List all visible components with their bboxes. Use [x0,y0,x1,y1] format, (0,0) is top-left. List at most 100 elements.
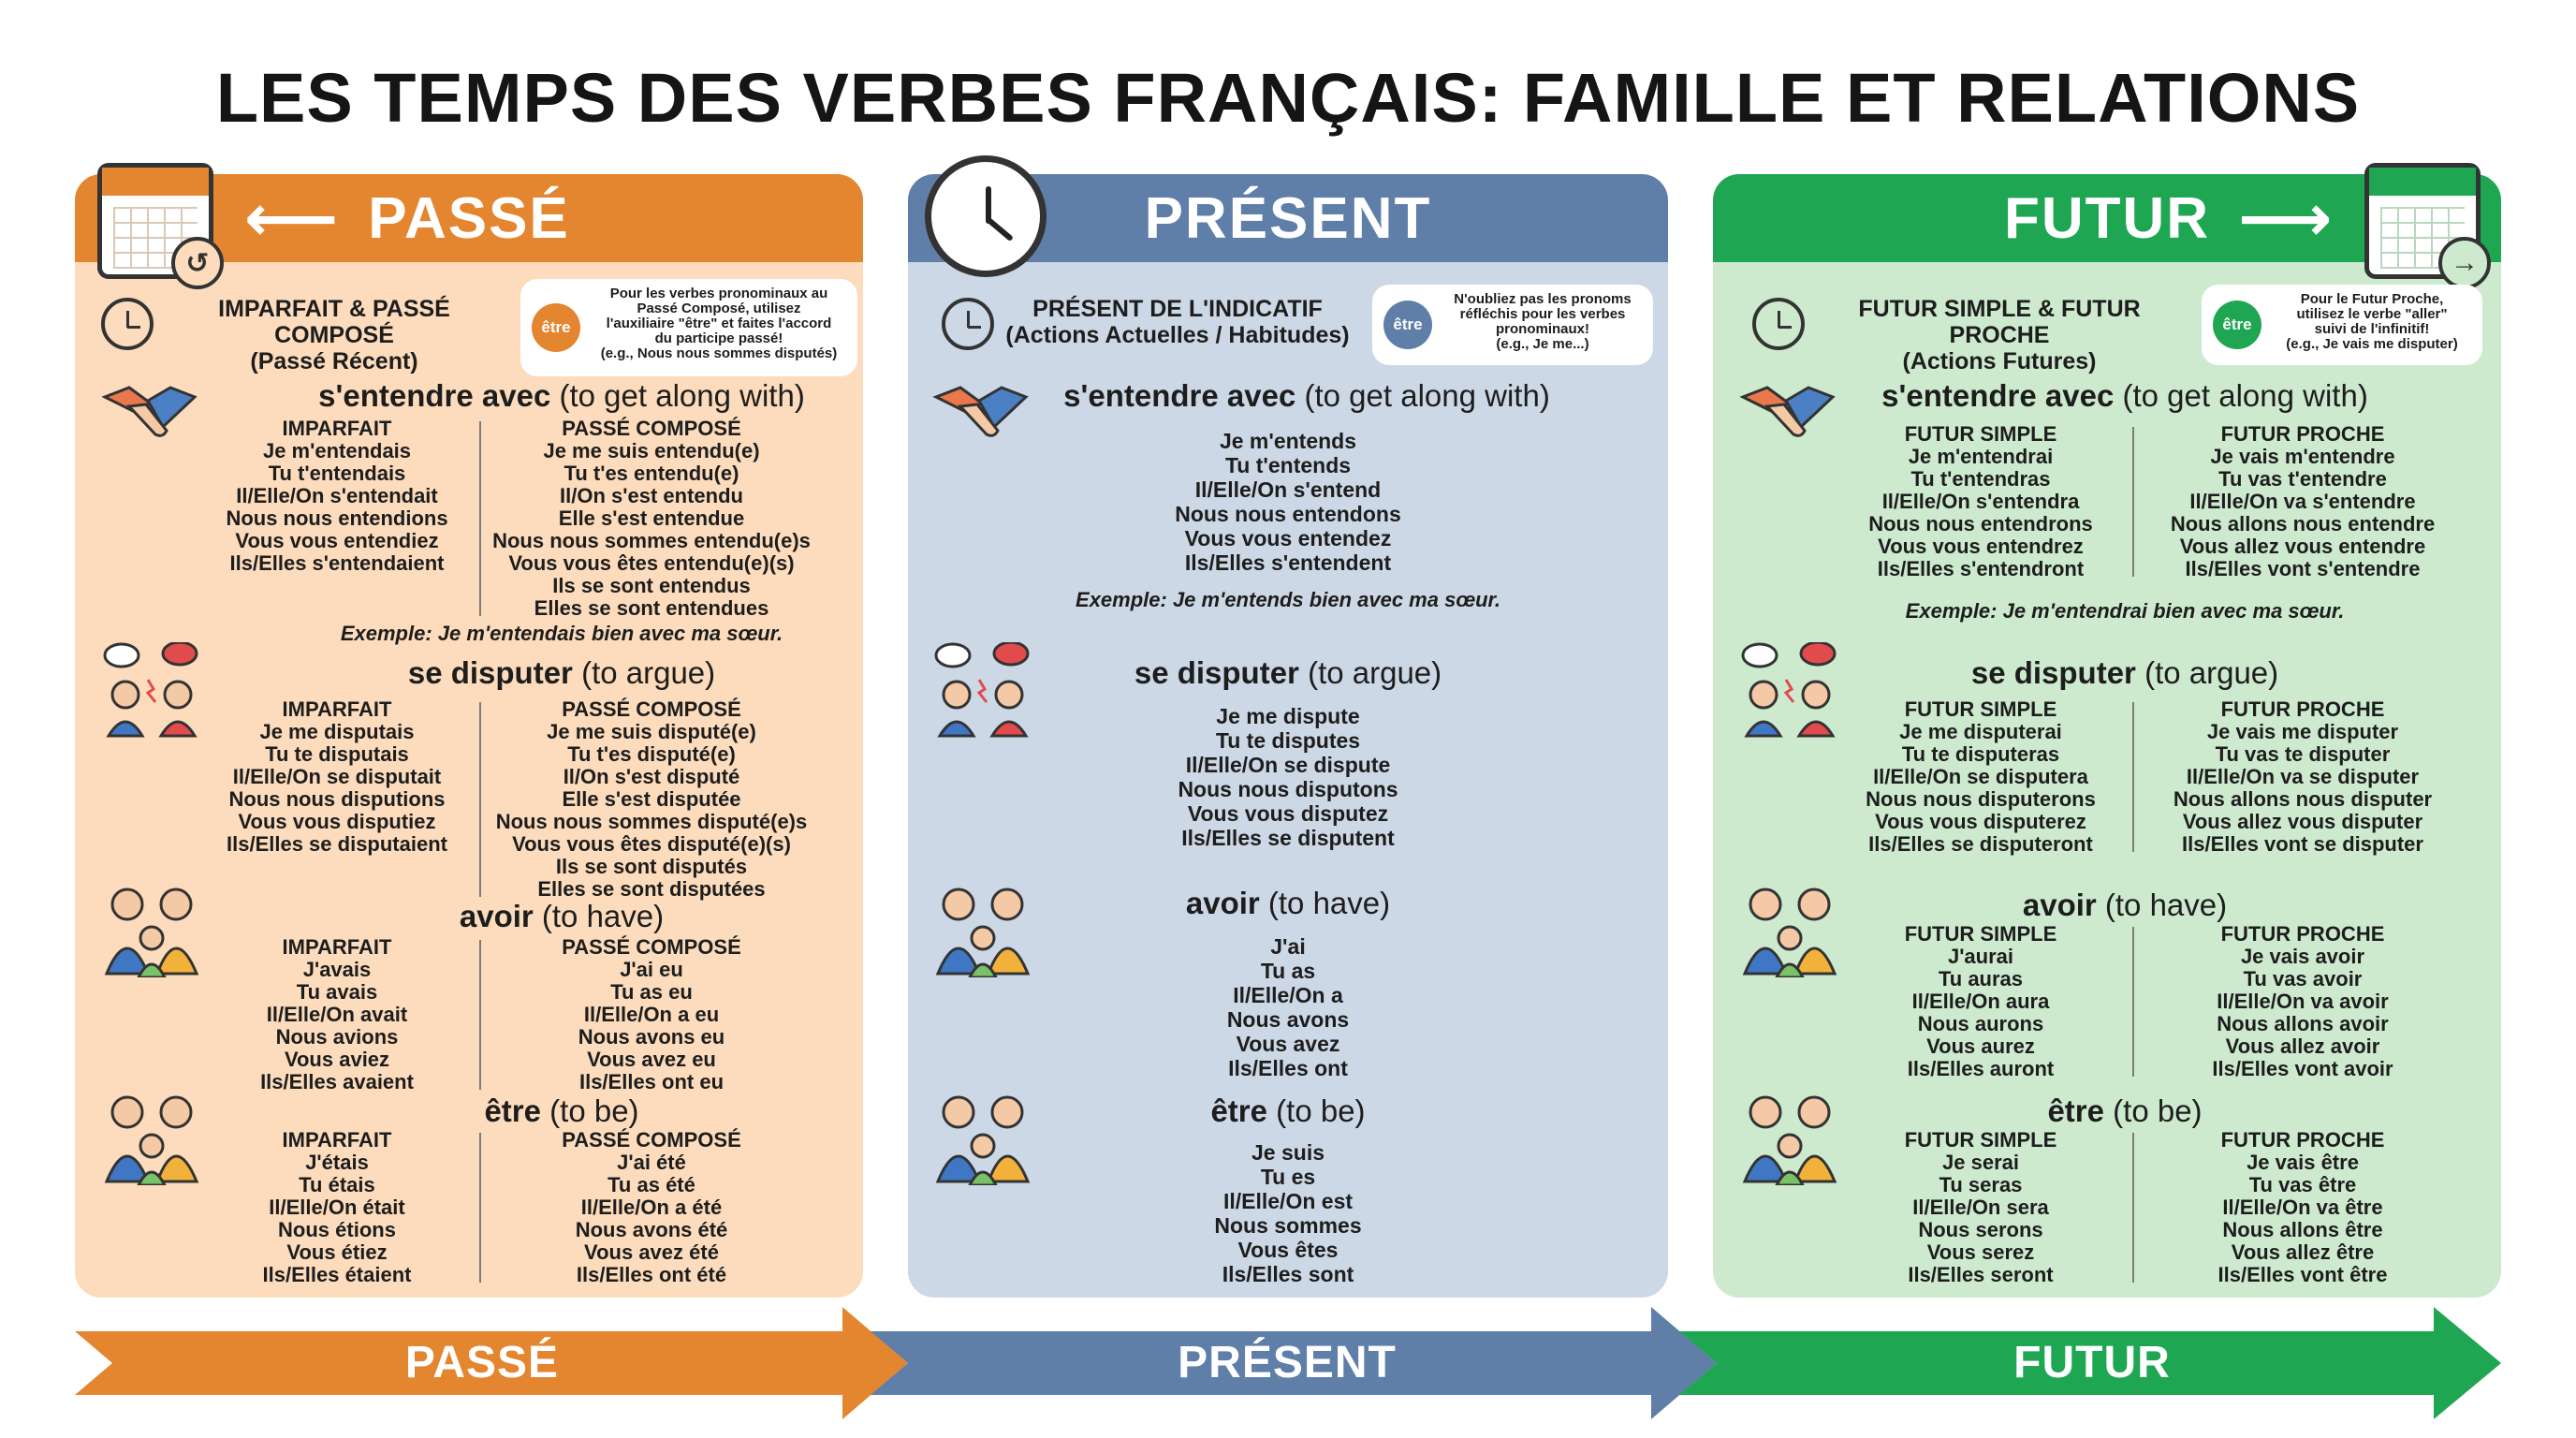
arrow-left-icon: ⟵ [243,182,341,255]
tense-heading: PASSÉ COMPOSÉ [562,1128,741,1152]
conjugation-line: Nous allons être [2222,1218,2383,1241]
calendar-past-icon: ↺ [97,163,224,289]
conjugation-line: Nous nous disputons [1178,777,1398,801]
verb-name: être [1210,1093,1267,1128]
subheader-passe-line1: IMPARFAIT & PASSÉ COMPOSÉ [218,296,450,348]
conjugation-line: Il/Elle/On se dispute [1185,753,1391,777]
note-line: Passé Composé, utilisez [637,301,801,316]
conjugation-line: Tu as [1260,959,1316,983]
conjugation-line: Nous nous entendrons [1868,512,2093,536]
verb-title: s'entendre avec (to get along with) [970,378,1644,414]
conjugation-line: Vous allez avoir [2225,1034,2380,1058]
subheader-futur-line1: FUTUR SIMPLE & FUTUR PROCHE [1858,296,2141,348]
header-present-label: PRÉSENT [1144,185,1432,251]
header-futur-label: FUTUR [2003,185,2211,251]
conjugation-line: Vous vous êtes entendu(e)(s) [508,551,795,575]
conjugation-line: J'aurai [1947,945,2014,968]
verb-name: se disputer [1134,655,1299,690]
tense-heading: FUTUR SIMPLE [1904,1128,2057,1152]
conjugation-line: Je vais me disputer [2206,720,2399,743]
clock-icon [925,155,1046,277]
timeline-label-passe: PASSÉ [404,1338,560,1387]
small-clock-icon [942,298,994,350]
conjugation-line: Nous avions [275,1025,399,1049]
verb-title: se disputer (to argue) [951,655,1625,691]
column-divider [479,702,481,897]
verb-translation: (to have) [533,899,665,933]
handshake-icon [101,386,198,437]
note-present: être N'oubliez pas les pronoms réfléchis… [1372,285,1653,365]
conjugation-line: Tu t'entendais [268,462,406,485]
conjugation-line: Vous étiez [286,1240,388,1264]
conjugation-line: Je m'entends [1219,429,1357,453]
conjugation-line: Tu t'entends [1224,453,1352,477]
conjugation-line: Vous avez eu [587,1048,716,1071]
conjugation-line: Je vais être [2247,1151,2359,1174]
conjugation-line: Nous avons été [575,1218,728,1241]
conjugation-line: Ils/Elles vont être [2217,1263,2388,1286]
conjugation-line: Ils/Elles s'entendront [1877,557,2085,580]
verb-title: avoir (to have) [951,886,1625,921]
column-divider [479,940,481,1090]
verb-name: avoir [2022,888,2097,922]
column-present: PRÉSENT [908,174,1668,1298]
conjugation-line: Nous nous sommes entendu(e)s [492,529,811,552]
conjugation-line: Tu vas avoir [2243,967,2363,990]
conjugation-line: Tu te disputais [265,742,409,766]
verb-name: avoir [459,899,534,933]
conjugation-line: Tu vas t'entendre [2218,467,2387,491]
conjugation-line: Je me disputais [259,720,415,743]
conjugation-line: Nous nous sommes disputé(e)s [495,810,808,833]
conjugation-line: Nous sommes [1214,1213,1362,1238]
tense-heading: PASSÉ COMPOSÉ [562,417,741,440]
header-passe-label: PASSÉ [368,185,570,251]
verb-name: se disputer [1970,655,2136,690]
conjugation-line: Il/Elle/On s'entendra [1881,490,2080,513]
conjugation-line: Elle s'est disputée [562,787,741,811]
conjugation-line: Ils/Elles étaient [262,1263,412,1286]
conjugation-line: Je me suis entendu(e) [543,439,760,462]
conjugation-line: Nous nous entendons [1175,502,1401,526]
conjugation-line: Vous vous disputerez [1875,810,2086,833]
tense-heading: IMPARFAIT [282,417,392,440]
tense-heading: FUTUR PROCHE [2220,697,2385,721]
verb-title: avoir (to have) [225,899,899,934]
timeline-present-arrow [871,1307,1717,1419]
note-line: Pour le Futur Proche, [2300,291,2444,307]
conjugation-line: Vous avez [1236,1032,1340,1056]
verb-name: se disputer [407,655,573,690]
conjugation-line: Vous serez [1926,1240,2035,1264]
conjugation-line: Il/Elle/On sera [1912,1196,2049,1219]
verb-title: être (to be) [951,1093,1625,1129]
conjugation-line: Vous vous entendrez [1878,535,2084,558]
conjugation-line: Tu vas te disputer [2215,742,2391,766]
conjugation-line: Tu auras [1938,967,2024,990]
note-line: l'auxiliaire "être" et faites l'accord [606,315,832,331]
verb-name: s'entendre avec [1881,378,2115,413]
tense-heading: FUTUR SIMPLE [1904,922,2057,946]
conjugation-line: J'ai été [617,1151,686,1174]
conjugation-line: J'ai eu [620,958,683,981]
conjugation-line: Nous nous disputerons [1866,787,2096,811]
arguing-people-icon [934,642,1030,738]
note-line: pronominaux! [1496,321,1589,337]
conjugation-line: Nous allons avoir [2217,1012,2389,1035]
conjugation-line: Vous allez être [2231,1240,2375,1264]
conjugation-line: Ils se sont disputés [555,855,748,878]
conjugation-line: Ils/Elles sont [1222,1262,1354,1286]
tense-heading: FUTUR PROCHE [2220,922,2385,946]
conjugation-line: Je vais avoir [2240,945,2365,968]
conjugation-line: Ils/Elles s'entendaient [229,551,445,575]
conjugation-line: Ils/Elles vont se disputer [2182,832,2423,856]
verb-translation: (to argue) [572,655,716,690]
conjugation-line: Vous vous disputez [1187,801,1389,826]
note-line: réfléchis pour les verbes [1459,306,1626,322]
